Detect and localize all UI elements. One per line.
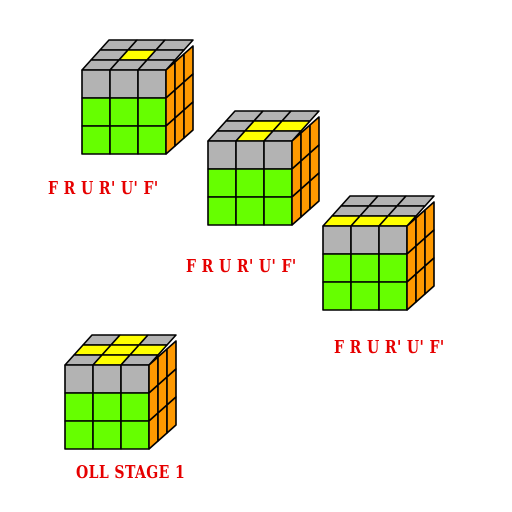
step-3-algorithm-label: F R U R' U' F': [334, 337, 445, 358]
cube-3: [322, 195, 435, 311]
step-1-algorithm-label: F R U R' U' F': [48, 178, 159, 199]
front-sticker: [350, 225, 380, 255]
cube-1: [81, 39, 194, 155]
front-sticker: [350, 253, 380, 283]
cube-4: [64, 334, 177, 450]
front-sticker: [81, 125, 111, 155]
front-sticker: [322, 225, 352, 255]
right-sticker: [183, 101, 194, 139]
front-sticker: [137, 97, 167, 127]
front-sticker: [378, 225, 408, 255]
front-sticker: [263, 168, 293, 198]
front-sticker: [120, 392, 150, 422]
front-sticker: [109, 125, 139, 155]
front-sticker: [109, 69, 139, 99]
front-sticker: [92, 420, 122, 450]
cube-2: [207, 110, 320, 226]
front-sticker: [207, 196, 237, 226]
front-sticker: [120, 420, 150, 450]
right-sticker: [166, 396, 177, 434]
front-sticker: [81, 69, 111, 99]
front-sticker: [350, 281, 380, 311]
stage-title-label: OLL STAGE 1: [76, 462, 186, 483]
front-sticker: [109, 97, 139, 127]
front-sticker: [235, 140, 265, 170]
front-sticker: [322, 281, 352, 311]
front-sticker: [263, 196, 293, 226]
front-sticker: [137, 69, 167, 99]
step-2-algorithm-label: F R U R' U' F': [186, 256, 297, 277]
front-sticker: [263, 140, 293, 170]
front-sticker: [207, 140, 237, 170]
front-sticker: [235, 196, 265, 226]
front-sticker: [64, 392, 94, 422]
front-sticker: [322, 253, 352, 283]
front-sticker: [81, 97, 111, 127]
front-sticker: [120, 364, 150, 394]
right-sticker: [309, 172, 320, 210]
front-sticker: [207, 168, 237, 198]
right-sticker: [424, 257, 435, 295]
front-sticker: [92, 364, 122, 394]
front-sticker: [64, 420, 94, 450]
front-sticker: [235, 168, 265, 198]
front-sticker: [137, 125, 167, 155]
front-sticker: [378, 281, 408, 311]
front-sticker: [64, 364, 94, 394]
front-sticker: [92, 392, 122, 422]
front-sticker: [378, 253, 408, 283]
